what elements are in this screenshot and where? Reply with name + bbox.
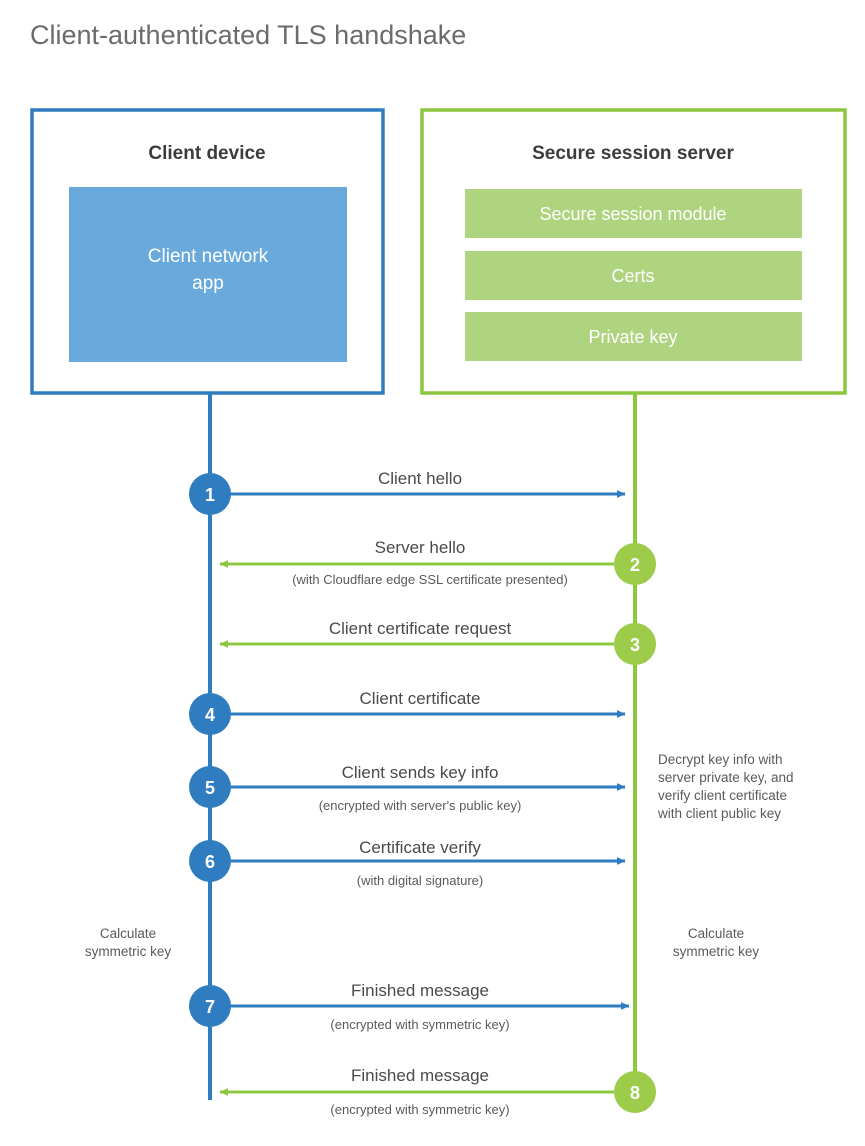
step-5-badge bbox=[189, 766, 231, 808]
step-5-group: Client sends key info (encrypted with se… bbox=[189, 763, 626, 813]
step-8-number: 8 bbox=[630, 1083, 640, 1103]
step-7-group: Finished message (encrypted with symmetr… bbox=[189, 981, 630, 1032]
step-8-sublabel: (encrypted with symmetric key) bbox=[330, 1102, 509, 1117]
step-6-sublabel: (with digital signature) bbox=[357, 873, 483, 888]
step-5-sublabel: (encrypted with server's public key) bbox=[319, 798, 522, 813]
step-2-group: Server hello (with Cloudflare edge SSL c… bbox=[219, 538, 656, 587]
client-device-title: Client device bbox=[148, 143, 265, 164]
client-device-box: Client device Client network app bbox=[30, 108, 385, 395]
step-1-badge bbox=[189, 473, 231, 515]
step-2-label: Server hello bbox=[375, 538, 466, 557]
secure-session-server-box: Secure session server Secure session mod… bbox=[420, 108, 847, 395]
step-5-number: 5 bbox=[205, 778, 215, 798]
step-6-badge bbox=[189, 840, 231, 882]
step-3-number: 3 bbox=[630, 635, 640, 655]
step-2-badge bbox=[614, 543, 656, 585]
client-network-app-label-line2: app bbox=[192, 273, 224, 294]
step-7-badge bbox=[189, 985, 231, 1027]
page-title: Client-authenticated TLS handshake bbox=[30, 20, 466, 50]
client-network-app-block bbox=[69, 187, 347, 362]
server-bar-label-0: Secure session module bbox=[539, 204, 726, 224]
step-1-label: Client hello bbox=[378, 469, 462, 488]
step-1-group: Client hello 1 bbox=[189, 469, 626, 515]
step-4-badge bbox=[189, 693, 231, 735]
client-calc-line-2: symmetric key bbox=[85, 944, 172, 959]
server-bar-secure-session-module bbox=[465, 189, 802, 238]
step-7-number: 7 bbox=[205, 997, 215, 1017]
server-decrypt-line-1: Decrypt key info with bbox=[658, 752, 783, 767]
server-bar-certs bbox=[465, 251, 802, 300]
client-network-app-label-line1: Client network bbox=[148, 246, 269, 267]
step-6-number: 6 bbox=[205, 852, 215, 872]
server-bar-label-2: Private key bbox=[588, 327, 677, 347]
step-3-group: Client certificate request 3 bbox=[219, 619, 656, 665]
step-4-number: 4 bbox=[205, 705, 215, 725]
step-2-sublabel: (with Cloudflare edge SSL certificate pr… bbox=[292, 572, 568, 587]
step-8-group: Finished message (encrypted with symmetr… bbox=[219, 1066, 656, 1117]
secure-session-server-title: Secure session server bbox=[532, 143, 734, 164]
server-calc-line-2: symmetric key bbox=[673, 944, 760, 959]
step-7-label: Finished message bbox=[351, 981, 489, 1000]
step-4-label: Client certificate bbox=[360, 689, 481, 708]
step-7-sublabel: (encrypted with symmetric key) bbox=[330, 1017, 509, 1032]
step-6-group: Certificate verify (with digital signatu… bbox=[189, 838, 626, 888]
server-decrypt-line-4: with client public key bbox=[657, 806, 781, 821]
server-bar-private-key bbox=[465, 312, 802, 361]
step-3-label: Client certificate request bbox=[329, 619, 512, 638]
server-bar-label-1: Certs bbox=[611, 266, 654, 286]
step-5-label: Client sends key info bbox=[342, 763, 499, 782]
step-8-label: Finished message bbox=[351, 1066, 489, 1085]
server-decrypt-line-3: verify client certificate bbox=[658, 788, 787, 803]
step-1-number: 1 bbox=[205, 485, 215, 505]
step-8-badge bbox=[614, 1071, 656, 1113]
server-calculate-symmetric-key-annotation: Calculate symmetric key bbox=[673, 926, 760, 959]
server-decrypt-line-2: server private key, and bbox=[658, 770, 794, 785]
server-calc-line-1: Calculate bbox=[688, 926, 744, 941]
step-2-number: 2 bbox=[630, 555, 640, 575]
step-4-group: Client certificate 4 bbox=[189, 689, 626, 735]
client-calculate-symmetric-key-annotation: Calculate symmetric key bbox=[85, 926, 172, 959]
client-calc-line-1: Calculate bbox=[100, 926, 156, 941]
server-decrypt-annotation: Decrypt key info with server private key… bbox=[657, 752, 794, 821]
step-6-label: Certificate verify bbox=[359, 838, 481, 857]
step-3-badge bbox=[614, 623, 656, 665]
